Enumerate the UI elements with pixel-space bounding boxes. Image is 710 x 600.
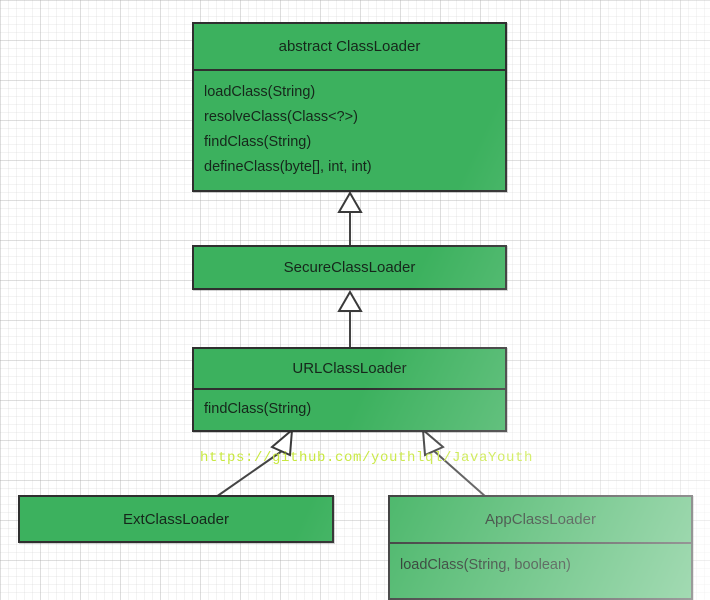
class-title-extclassloader: ExtClassLoader <box>123 510 229 528</box>
class-box-urlclassloader[interactable]: URLClassLoader findClass(String) <box>192 347 507 432</box>
member-row: defineClass(byte[], int, int) <box>204 159 372 175</box>
generalization-urlclassloader-to-secureclassloader <box>337 290 363 349</box>
class-members-classloader: loadClass(String) resolveClass(Class<?>)… <box>194 69 505 194</box>
watermark-url: https://github.com/youthlql/JavaYouth <box>200 450 534 466</box>
member-row: loadClass(String) <box>204 84 316 100</box>
generalization-secureclassloader-to-classloader <box>337 191 363 248</box>
class-title-classloader: abstract ClassLoader <box>278 38 421 55</box>
class-box-secureclassloader[interactable]: SecureClassLoader <box>192 245 507 290</box>
class-title-secureclassloader: SecureClassLoader <box>283 259 416 276</box>
class-box-classloader[interactable]: abstract ClassLoader loadClass(String) r… <box>192 22 507 192</box>
class-box-extclassloader[interactable]: ExtClassLoader <box>18 495 334 543</box>
class-title-appclassloader: AppClassLoader <box>485 511 596 528</box>
class-members-urlclassloader: findClass(String) <box>194 388 505 430</box>
member-row: findClass(String) <box>204 134 312 150</box>
class-title-urlclassloader: URLClassLoader <box>292 360 407 377</box>
member-row: findClass(String) <box>204 401 312 417</box>
class-box-appclassloader[interactable]: AppClassLoader loadClass(String, boolean… <box>388 495 693 600</box>
member-row: resolveClass(Class<?>) <box>204 109 358 125</box>
class-members-appclassloader: loadClass(String, boolean) <box>390 542 691 600</box>
member-row: loadClass(String, boolean) <box>400 557 571 573</box>
